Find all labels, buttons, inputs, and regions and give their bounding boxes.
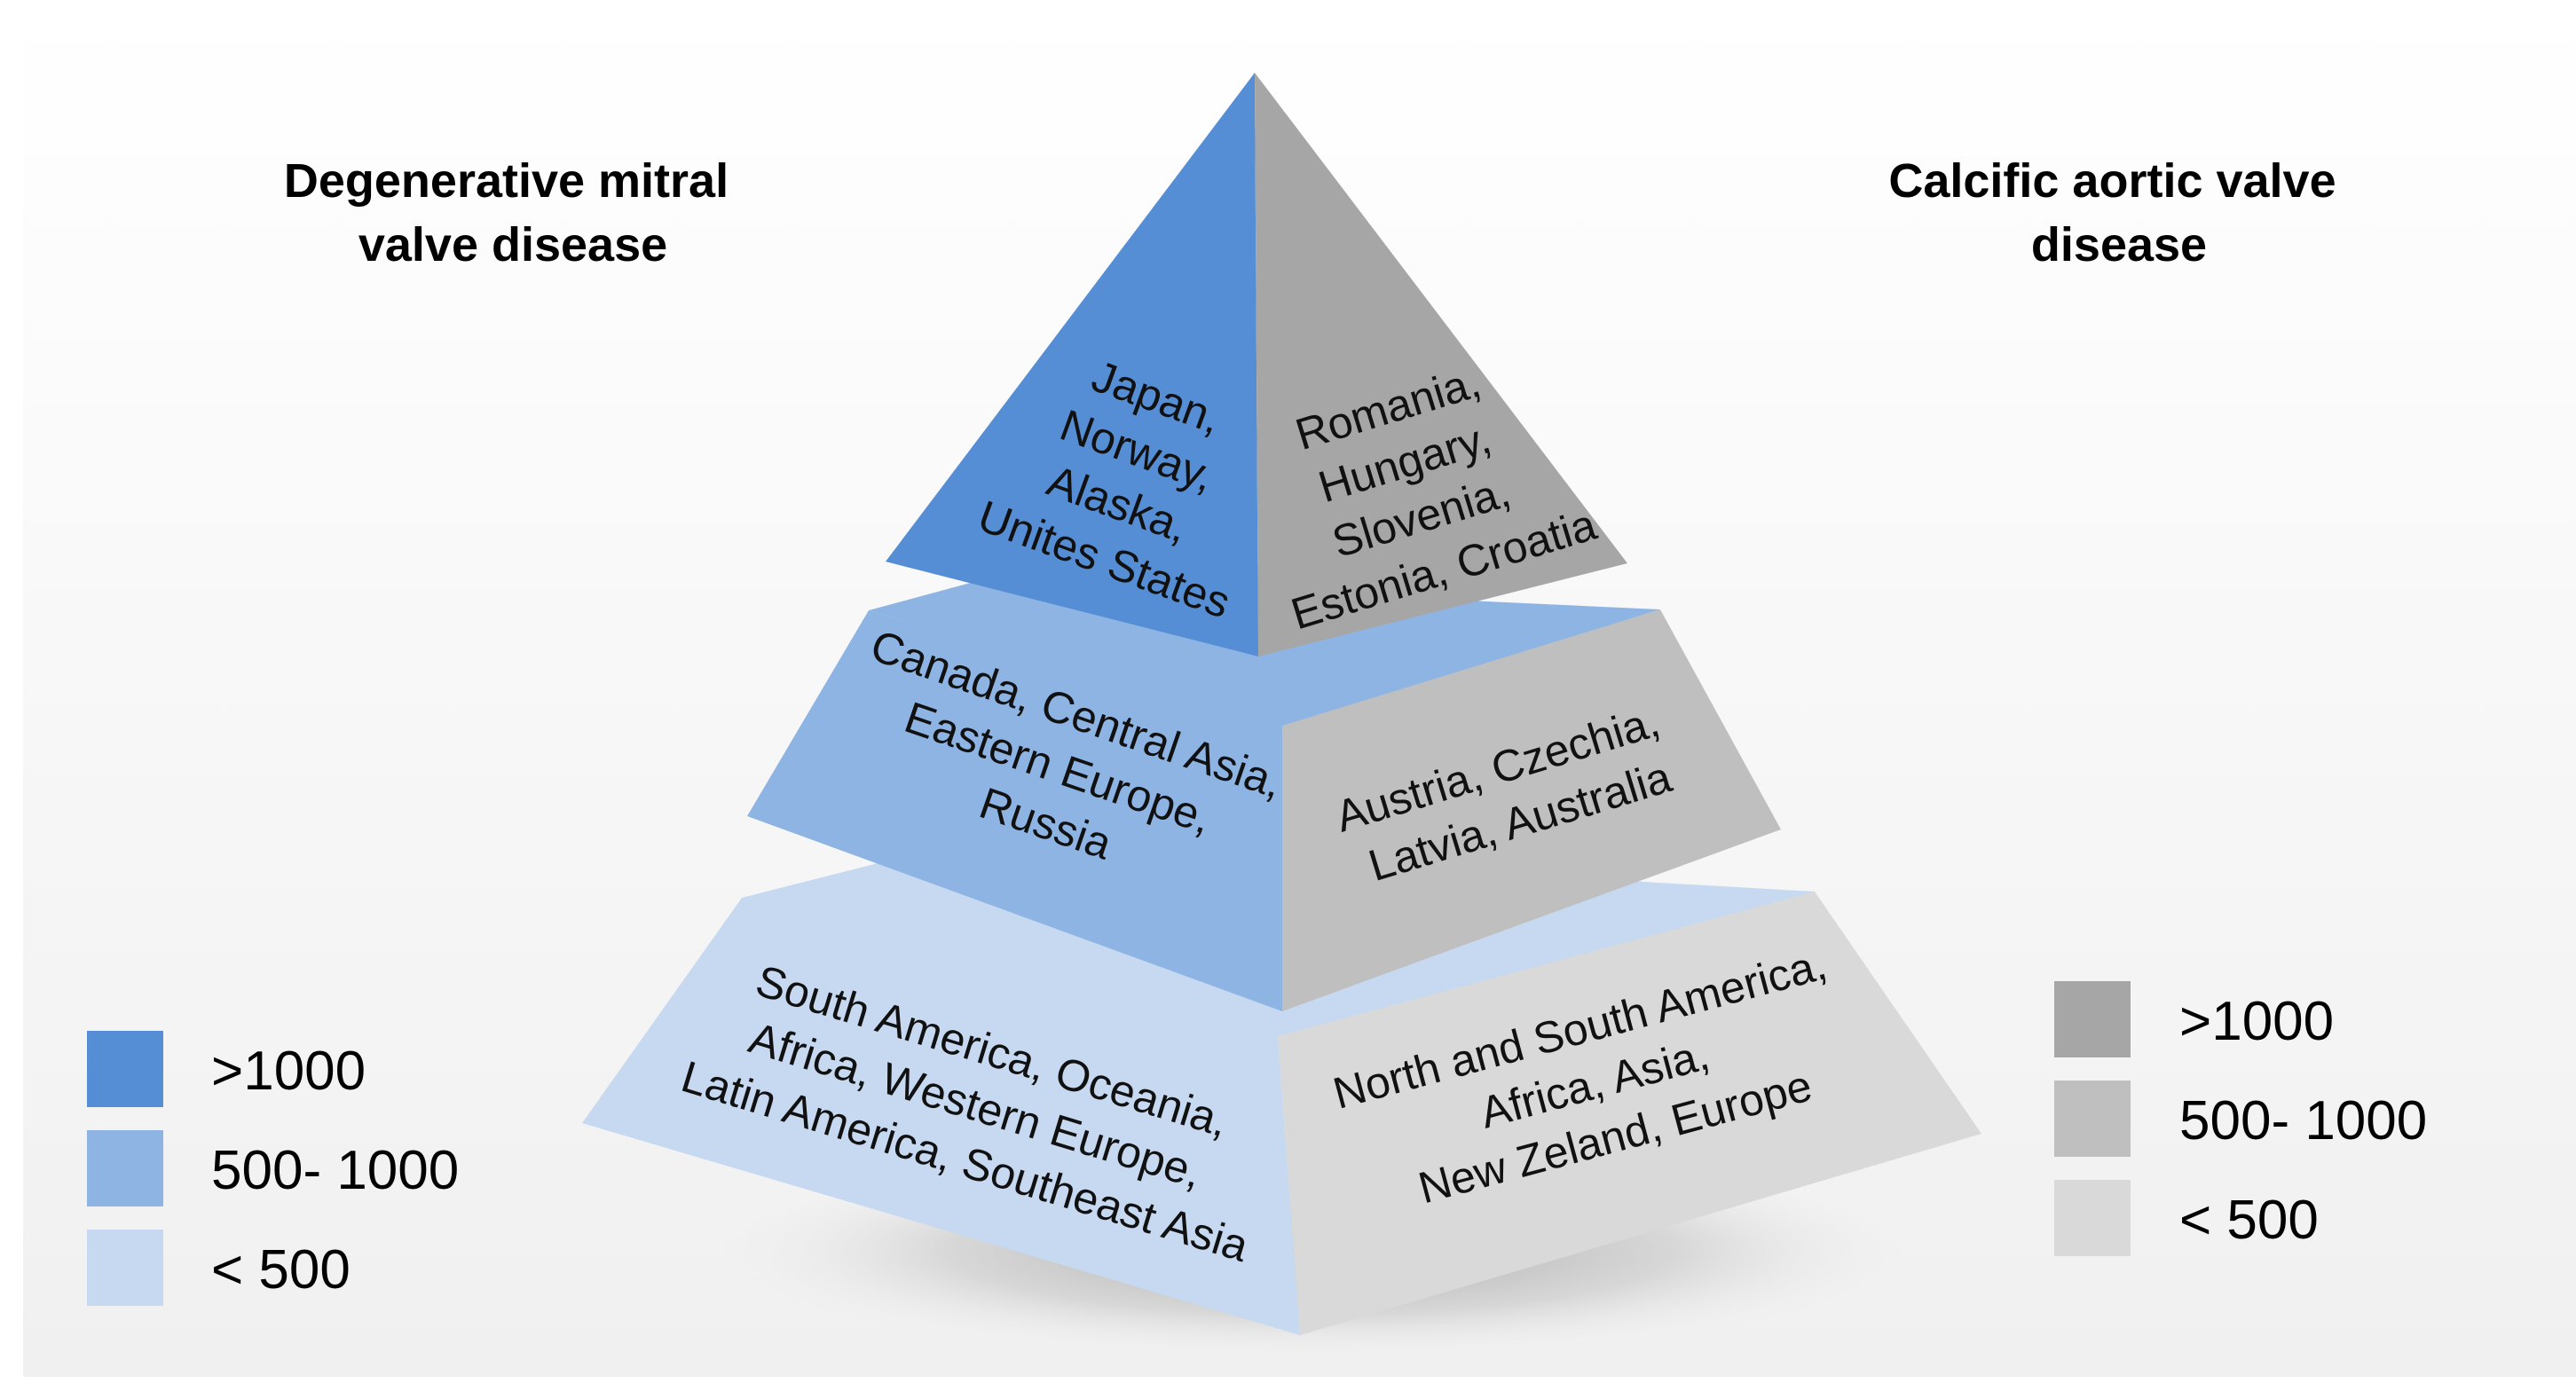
heading-right: Calcific aortic valve disease	[1888, 154, 2349, 271]
heading-left-line-2: valve disease	[358, 218, 667, 271]
legend-left-swatch-mid	[87, 1130, 163, 1206]
heading-right-line-2: disease	[2031, 218, 2207, 271]
legend-right-label-low: < 500	[2179, 1190, 2319, 1251]
tier-bottom-left-face	[582, 898, 1300, 1335]
legend-right-label-mid: 500- 1000	[2179, 1090, 2427, 1151]
legend-right-label-high: >1000	[2179, 991, 2334, 1052]
legend-right-swatch-high	[2054, 981, 2131, 1057]
legend-left: >1000 500- 1000 < 500	[87, 1031, 459, 1306]
tier-top	[886, 73, 1627, 656]
tier-middle-left-face	[747, 610, 1282, 1011]
heading-left-line-1: Degenerative mitral	[284, 154, 729, 208]
legend-left-swatch-high	[87, 1031, 163, 1107]
tier-bottom-right-face	[1278, 892, 1981, 1335]
legend-left-label-low: < 500	[211, 1239, 351, 1301]
legend-right-swatch-mid	[2054, 1081, 2131, 1157]
tier-top-left-face	[886, 73, 1258, 656]
heading-left: Degenerative mitral valve disease	[284, 154, 742, 271]
legend-left-label-high: >1000	[211, 1041, 366, 1102]
legend-left-swatch-low	[87, 1230, 163, 1306]
legend-left-label-mid: 500- 1000	[211, 1140, 459, 1201]
heading-right-line-1: Calcific aortic valve	[1888, 154, 2336, 208]
tier-top-right-face	[1255, 73, 1627, 656]
legend-right-swatch-low	[2054, 1180, 2131, 1256]
legend-right: >1000 500- 1000 < 500	[2054, 981, 2427, 1256]
tier-middle-right-face	[1282, 609, 1781, 1011]
